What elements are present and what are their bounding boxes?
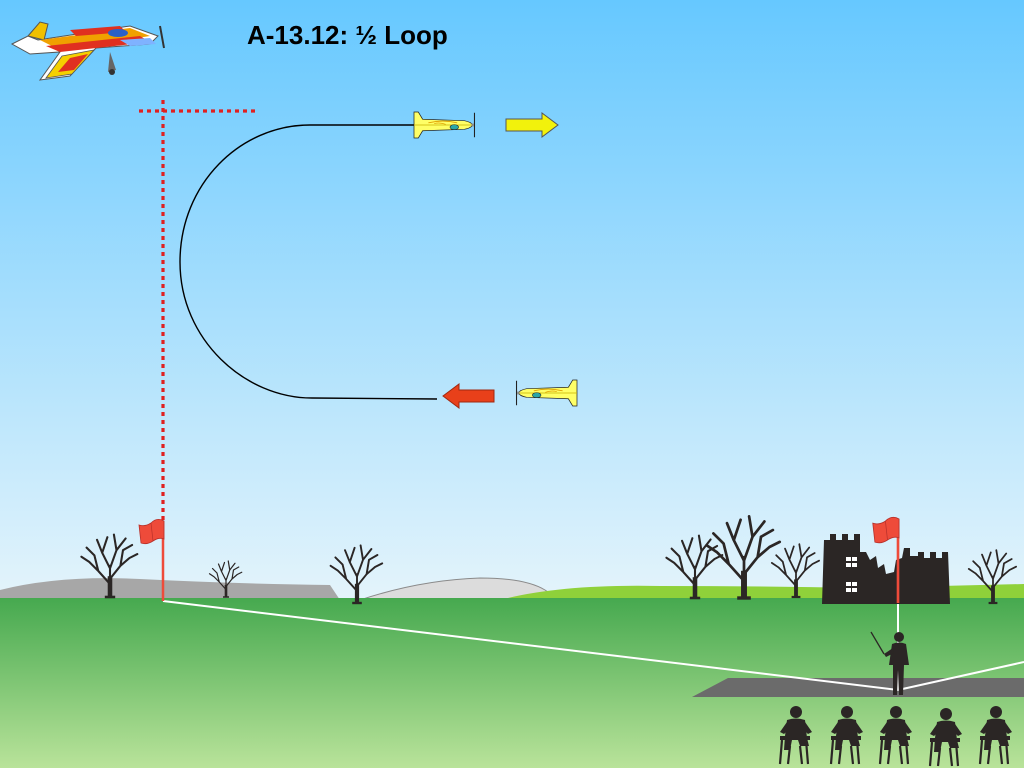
page-title: A-13.12: ½ Loop: [247, 20, 448, 50]
aerobatic-airplane-icon: [10, 21, 165, 81]
building-ruin-icon: [822, 534, 950, 604]
runway: [692, 678, 1024, 697]
guide-lines: [139, 98, 256, 520]
sky-background: [0, 0, 1024, 600]
arrow-left-icon: [442, 383, 495, 409]
pilot-silhouette-icon: [870, 631, 909, 695]
arrow-right-icon: [505, 112, 559, 138]
flight-path: [179, 124, 438, 400]
